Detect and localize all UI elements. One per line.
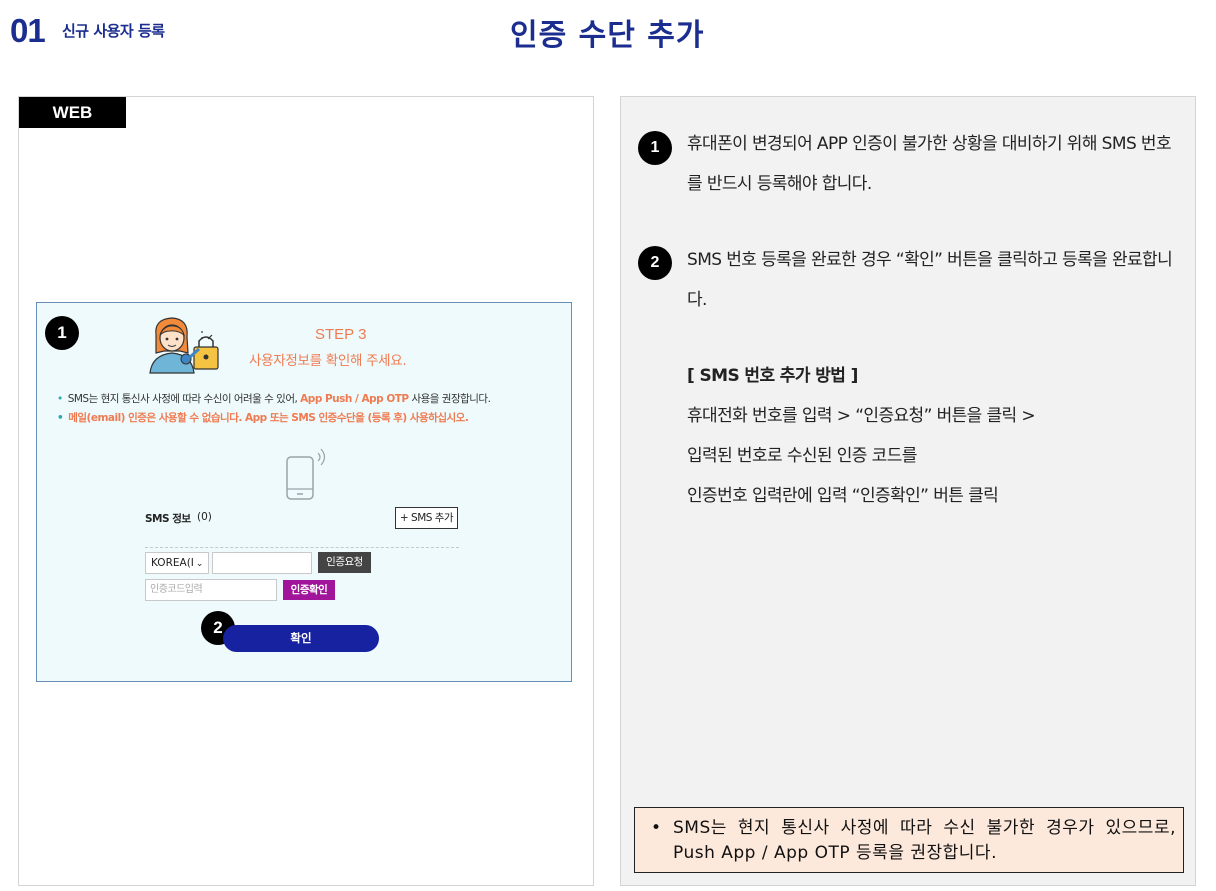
verify-code-button[interactable]: 인증확인 [283,580,335,600]
method-title: [ SMS 번호 추가 방법 ] [687,366,858,386]
section-divider [145,547,459,548]
confirm-button[interactable]: 확인 [223,625,379,652]
bullet-dot: • [57,412,64,424]
mobile-phone-icon [286,448,326,500]
instruction-badge-1: 1 [638,131,672,165]
note1-highlight: App Push / App OTP [300,393,409,405]
add-sms-button[interactable]: + SMS 추가 [395,507,458,529]
sms-info-label: SMS 정보 [145,513,191,525]
web-screenshot-panel: WEB 1 STEP 3 사용자정보를 확인해 주세요. •SMS는 현지 통신… [18,96,594,886]
instruction-2: SMS 번호 등록을 완료한 경우 “확인” 버튼을 클릭하고 등록을 완료합니… [687,250,1173,310]
instructions-panel: 1 휴대폰이 변경되어 APP 인증이 불가한 상황을 대비하기 위해 SMS … [620,96,1196,886]
verification-code-input[interactable]: 인증코드입력 [145,579,277,601]
header-number: 01 [10,12,46,49]
bullet-dot: • [651,818,662,838]
country-select-value: KOREA(I [151,557,194,569]
method-step: 인증번호 입력란에 입력 “인증확인” 버튼 클릭 [687,486,999,506]
user-with-key-icon [149,317,219,374]
sms-recommendation-note: • SMS는 현지 통신사 사정에 따라 수신이 어려울 수 있어, App Pu… [57,391,491,406]
note1-prefix: SMS는 현지 통신사 사정에 따라 수신이 어려울 수 있어, [67,393,301,405]
note1-suffix: 사용을 권장합니다. [408,393,491,405]
step-title: STEP 3 [315,326,367,343]
bullet-dot: • [57,393,63,405]
instruction-badge-2: 2 [638,246,672,280]
registration-mockup: 1 STEP 3 사용자정보를 확인해 주세요. •SMS는 현지 통신사 사정… [36,302,572,682]
header-subtitle: 신규 사용자 등록 [62,22,165,40]
sms-count: (0) [197,511,212,523]
email-warning-note: • 메일(email) 인증은 사용할 수 없습니다. App 또는 SMS 인증… [57,410,469,425]
chevron-down-icon: ⌄ [195,559,204,569]
request-verification-button[interactable]: 인증요청 [318,552,371,573]
page-title: 인증 수단 추가 [510,18,705,53]
note2-text: 메일(email) 인증은 사용할 수 없습니다. App 또는 SMS 인증수… [68,412,469,424]
phone-number-input[interactable] [212,552,312,574]
warning-box: • SMS는 현지 통신사 사정에 따라 수신 불가한 경우가 있으므로, Pu… [634,807,1184,873]
web-tag: WEB [19,97,126,128]
warning-text: SMS는 현지 통신사 사정에 따라 수신 불가한 경우가 있으므로, Push… [673,818,1176,863]
instruction-1: 휴대폰이 변경되어 APP 인증이 불가한 상황을 대비하기 위해 SMS 번호… [687,134,1172,194]
step-badge-1: 1 [45,316,79,350]
method-step: 입력된 번호로 수신된 인증 코드를 [687,446,917,466]
sms-add-method: [ SMS 번호 추가 방법 ] 휴대전화 번호를 입력 > “인증요청” 버튼… [687,356,1036,516]
method-step: 휴대전화 번호를 입력 > “인증요청” 버튼을 클릭 > [687,406,1036,426]
country-select[interactable]: KOREA(I⌄ [145,552,209,574]
step-description: 사용자정보를 확인해 주세요. [249,353,407,369]
